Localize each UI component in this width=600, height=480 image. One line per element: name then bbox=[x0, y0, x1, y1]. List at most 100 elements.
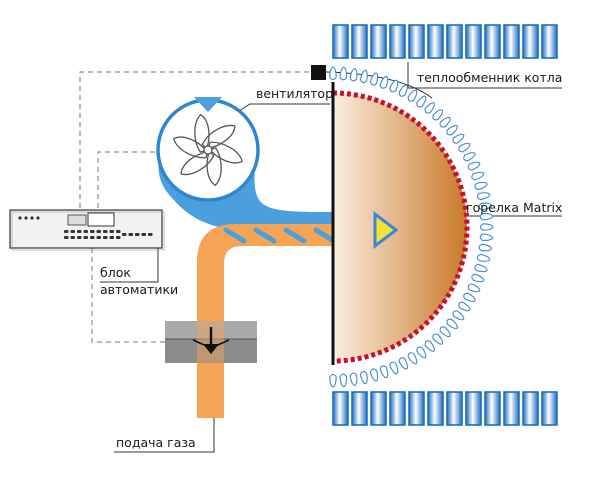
flame-icon bbox=[452, 133, 465, 144]
heat-exchanger-fin bbox=[484, 24, 501, 59]
flame-icon bbox=[359, 69, 368, 84]
flame-icon bbox=[479, 213, 494, 221]
sensor-icon bbox=[311, 65, 326, 80]
heat-exchanger-fin bbox=[408, 24, 425, 59]
gas-supply-leader bbox=[114, 414, 215, 453]
flame-icon bbox=[467, 161, 481, 171]
flame-icon bbox=[416, 95, 427, 108]
heat-exchanger-fin bbox=[503, 24, 520, 59]
outlet-triangle-icon bbox=[373, 210, 399, 250]
flame-icon bbox=[471, 171, 485, 181]
heat-exchanger-fin bbox=[389, 24, 406, 59]
flame-icon bbox=[359, 370, 368, 385]
flame-icon bbox=[439, 116, 451, 128]
flame-icon bbox=[467, 283, 481, 293]
heat-exchanger-fin bbox=[389, 391, 406, 426]
flame-icon bbox=[369, 72, 379, 86]
flame-icon bbox=[476, 192, 491, 201]
flame-icon bbox=[424, 340, 435, 352]
heat-exchanger-fin bbox=[446, 391, 463, 426]
flame-icon bbox=[432, 333, 444, 345]
control-wiring bbox=[79, 71, 318, 343]
heat-exchanger-fin bbox=[484, 391, 501, 426]
flame-icon bbox=[446, 125, 458, 136]
heat-exchanger-fin bbox=[427, 24, 444, 59]
control-unit-label-line2: автоматики bbox=[100, 282, 178, 297]
flame-icon bbox=[349, 67, 358, 82]
control-unit-icon bbox=[9, 209, 165, 251]
heat-exchanger-fin bbox=[370, 391, 387, 426]
heat-exchanger-fin bbox=[427, 391, 444, 426]
fan-blade bbox=[201, 124, 236, 150]
flame-icon bbox=[476, 253, 491, 262]
flame-icon bbox=[339, 66, 347, 81]
flame-icon bbox=[432, 109, 444, 121]
flame-icon bbox=[349, 372, 358, 387]
flame-icon bbox=[379, 75, 389, 89]
flame-icon bbox=[398, 357, 408, 370]
flame-icon bbox=[479, 233, 494, 241]
fan-blade bbox=[194, 113, 210, 153]
gas-valve-icon bbox=[165, 321, 257, 363]
heat-exchanger-label: теплообменник котла bbox=[417, 70, 562, 85]
heat-exchanger-fin bbox=[351, 391, 368, 426]
heat-exchanger-fin bbox=[522, 24, 539, 59]
flame-icon bbox=[458, 301, 471, 312]
heat-exchanger-fins-bottom bbox=[332, 391, 558, 426]
flame-icon bbox=[463, 292, 476, 302]
fan-icon bbox=[156, 97, 260, 202]
heat-exchanger-fin bbox=[541, 24, 558, 59]
burner-flames bbox=[329, 66, 494, 388]
fan-blade bbox=[180, 150, 215, 176]
heat-exchanger-fin bbox=[332, 391, 349, 426]
control-unit-label-line1: блок bbox=[100, 265, 131, 280]
flame-icon bbox=[329, 66, 337, 81]
flame-icon bbox=[407, 89, 418, 102]
heat-exchanger-fin bbox=[446, 24, 463, 59]
heat-exchanger-fin bbox=[522, 391, 539, 426]
heat-exchanger-fin bbox=[332, 24, 349, 59]
flame-icon bbox=[379, 365, 389, 379]
flame-icon bbox=[474, 181, 488, 191]
burner-matrix bbox=[331, 82, 470, 365]
flame-icon bbox=[369, 368, 379, 382]
flame-icon bbox=[407, 352, 418, 365]
heat-exchanger-fin bbox=[351, 24, 368, 59]
flame-icon bbox=[398, 84, 408, 97]
flame-icon bbox=[439, 326, 451, 338]
gas-supply-label: подача газа bbox=[116, 435, 196, 450]
flame-icon bbox=[478, 202, 493, 211]
heat-exchanger-fin bbox=[465, 24, 482, 59]
flame-icon bbox=[479, 223, 494, 231]
flame-icon bbox=[424, 102, 435, 114]
flame-icon bbox=[478, 243, 493, 252]
fan-label: вентилятор bbox=[256, 86, 333, 101]
flame-icon bbox=[458, 142, 471, 153]
flame-icon bbox=[389, 361, 399, 375]
heat-exchanger-fin bbox=[408, 391, 425, 426]
flame-icon bbox=[452, 310, 465, 321]
fan-blade bbox=[207, 141, 244, 164]
flame-icon bbox=[416, 346, 427, 359]
flame-icon bbox=[339, 373, 347, 388]
heat-exchanger-fin bbox=[370, 24, 387, 59]
heat-exchanger-fin bbox=[465, 391, 482, 426]
valve-wire bbox=[91, 248, 165, 343]
fan-wire bbox=[97, 151, 155, 210]
flame-icon bbox=[463, 152, 476, 162]
heat-exchanger-fin bbox=[541, 391, 558, 426]
flame-icon bbox=[474, 263, 488, 273]
flame-icon bbox=[389, 79, 399, 93]
burner-label: горелка Matrix bbox=[466, 200, 562, 215]
fan-blade bbox=[172, 136, 209, 159]
fan-inlet-arrow-icon bbox=[194, 97, 222, 112]
flame-icon bbox=[446, 318, 458, 329]
sensor-wire bbox=[79, 71, 318, 210]
flame-icon bbox=[329, 373, 337, 388]
heat-exchanger-fin bbox=[503, 391, 520, 426]
flame-icon bbox=[471, 273, 485, 283]
heat-exchanger-fins-top bbox=[332, 24, 558, 59]
heat-exchanger-leader bbox=[407, 62, 562, 89]
